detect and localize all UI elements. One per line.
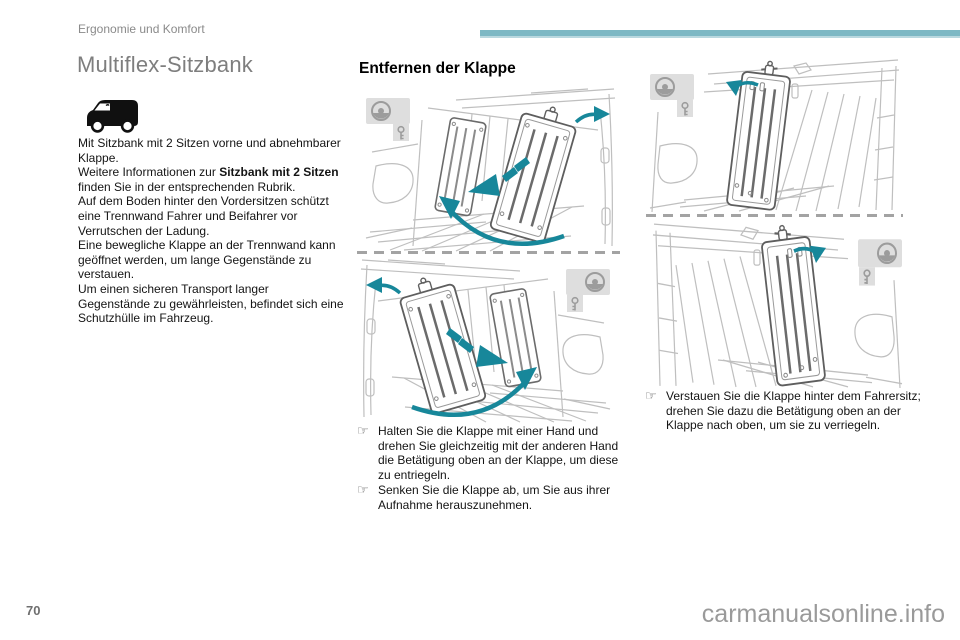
instruction-list: ☞ Verstauen Sie die Klappe hinter dem Fa… [645,389,921,434]
pointing-hand-icon: ☞ [357,482,369,498]
instruction-step: ☞ Senken Sie die Klappe ab, um Sie aus i… [357,483,623,512]
dashed-separator [357,251,620,254]
page-number: 70 [26,603,41,618]
steering-wheel-badge-icon [366,98,410,141]
intro-sentence: Um einen sicheren Transport langer Gegen… [78,281,344,326]
swing-down-arrow [439,196,565,247]
partition-flap-stowed [726,60,791,211]
instruction-step: ☞ Halten Sie die Klappe mit einer Hand u… [357,423,623,482]
instruction-step: ☞ Verstauen Sie die Klappe hinter dem Fa… [645,389,921,433]
van-rear-wheel [120,119,135,133]
instruction-list: ☞ Halten Sie die Klappe mit einer Hand u… [357,423,623,514]
instruction-text: Verstauen Sie die Klappe hinter dem Fahr… [666,389,921,433]
steering-wheel-badge-icon [650,74,694,117]
illustration-stow-flap-right [651,220,904,390]
intro-sentence: Eine bewegliche Klappe an der Trennwand … [78,238,336,282]
illustration-remove-flap-left [365,88,616,252]
accent-bar [480,30,960,38]
intro-text: Weitere Informationen zur [78,165,220,180]
instruction-text: Halten Sie die Klappe mit einer Hand und… [378,424,619,482]
intro-sentence: Mit Sitzbank mit 2 Sitzen vorne und abne… [78,136,341,165]
partition-flap-removable [489,106,577,244]
van-front-wheel [90,119,105,133]
breadcrumb: Ergonomie und Komfort [78,22,205,36]
dashed-separator [646,214,903,217]
section-heading: Entfernen der Klappe [359,60,516,77]
illustration-remove-flap-right [356,257,620,423]
watermark: carmanualsonline.info [701,600,945,628]
van-driver-mark [105,104,110,107]
illustration-stow-flap-left [649,59,900,213]
latch-rotate-arrow [574,106,610,124]
intro-sentence: Auf dem Boden hinter den Vordersitzen sc… [78,194,329,238]
van-icon [82,97,144,137]
intro-paragraphs: Mit Sitzbank mit 2 Sitzen vorne und abne… [78,136,344,326]
instruction-text: Senken Sie die Klappe ab, um Sie aus ihr… [378,483,611,512]
intro-bold-text: Sitzbank mit 2 Sitzen [219,165,339,180]
page-title: Multiflex-Sitzbank [77,52,253,77]
lock-rotate-arrow [726,80,759,96]
unlock-direction-arrow [468,157,530,196]
intro-text: finden Sie in der entsprechenden Rubrik. [78,179,296,194]
pointing-hand-icon: ☞ [357,423,369,438]
intro-sentence: Weitere Informationen zur Sitzbank mit 2… [78,165,344,194]
pointing-hand-icon: ☞ [645,388,657,403]
